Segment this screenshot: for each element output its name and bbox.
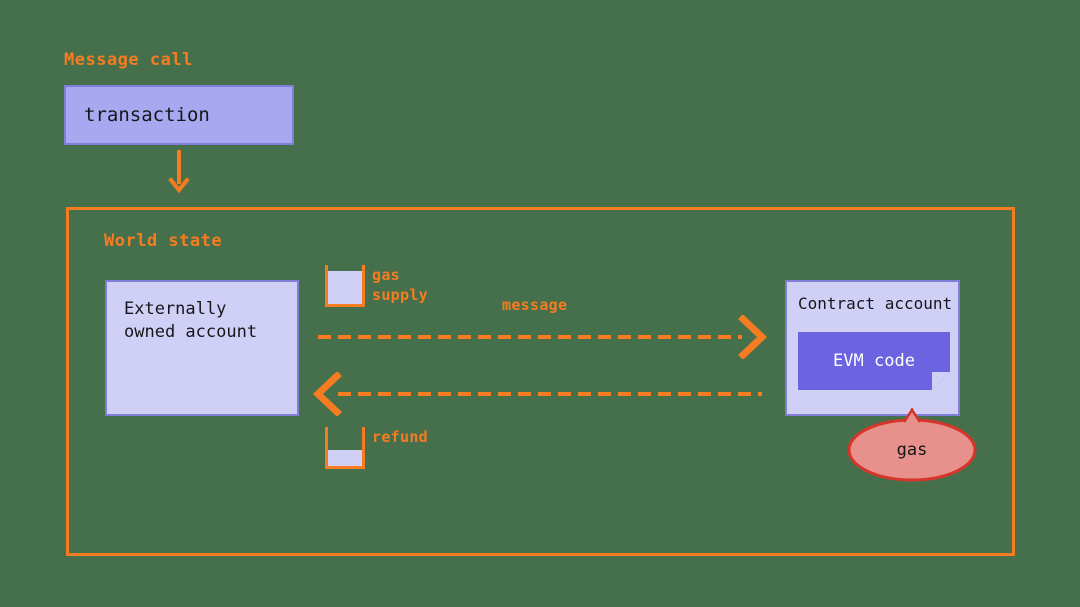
- message-call-heading: Message call: [64, 50, 193, 70]
- evm-code-page-icon: [798, 332, 950, 390]
- transaction-box: transaction: [64, 85, 294, 145]
- refund-beaker-icon: [325, 427, 365, 469]
- message-forward-arrowhead-icon: [738, 314, 768, 363]
- gas-bubble: gas: [846, 406, 978, 482]
- message-arrow-label: message: [502, 296, 568, 314]
- refund-label: refund: [372, 428, 428, 446]
- world-state-heading: World state: [104, 231, 223, 251]
- evm-code-document: EVM code: [798, 332, 950, 390]
- gas-supply-label: gas supply: [372, 266, 428, 304]
- message-return-arrowhead-icon: [312, 371, 342, 420]
- gas-supply-fill: [328, 270, 362, 304]
- message-forward-dashed-line: [318, 335, 742, 339]
- gas-supply-beaker-icon: [325, 265, 365, 307]
- world-state-frame: [66, 207, 1015, 556]
- evm-code-label: EVM code: [833, 351, 915, 371]
- transaction-to-world-state-arrow-icon: [158, 150, 200, 200]
- transaction-label: transaction: [84, 104, 210, 126]
- externally-owned-account-label: Externally owned account: [124, 299, 258, 342]
- gas-ellipse-icon: [847, 406, 977, 482]
- contract-account-label: Contract account: [798, 294, 953, 313]
- refund-fill: [328, 449, 362, 466]
- gas-bubble-label: gas: [896, 440, 928, 460]
- externally-owned-account-box: Externally owned account: [105, 280, 299, 416]
- message-return-dashed-line: [338, 392, 762, 396]
